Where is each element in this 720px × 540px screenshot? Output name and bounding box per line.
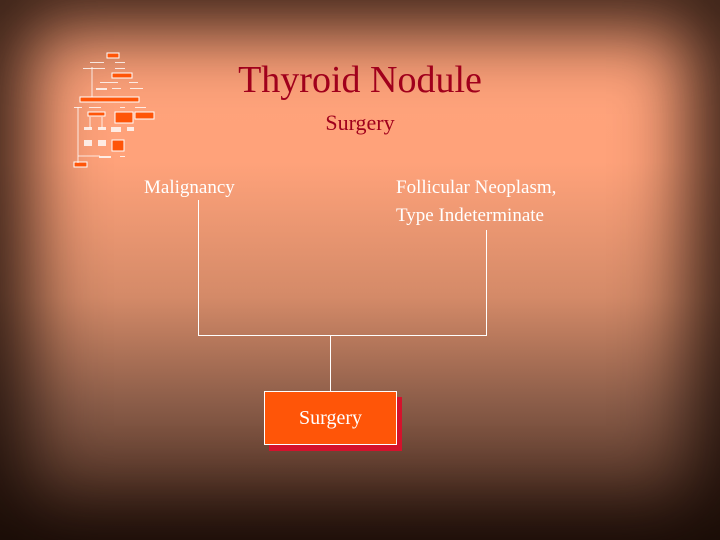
connector-right (486, 230, 487, 336)
slide-title: Thyroid Nodule (238, 59, 482, 101)
follicular-label-line1: Follicular Neoplasm, (396, 177, 557, 198)
flowchart-thumbnail (73, 52, 155, 168)
follicular-neoplasm-label: Follicular Neoplasm, Type Indeterminate (396, 174, 556, 230)
slide-subtitle: Surgery (325, 110, 395, 135)
surgery-box-label: Surgery (299, 406, 362, 429)
malignancy-label: Malignancy (144, 177, 235, 198)
connector-horizontal (198, 335, 487, 336)
connector-down (330, 336, 331, 391)
surgery-box: Surgery (264, 391, 397, 445)
follicular-label-line2: Type Indeterminate (396, 205, 544, 226)
connector-left (198, 200, 199, 336)
